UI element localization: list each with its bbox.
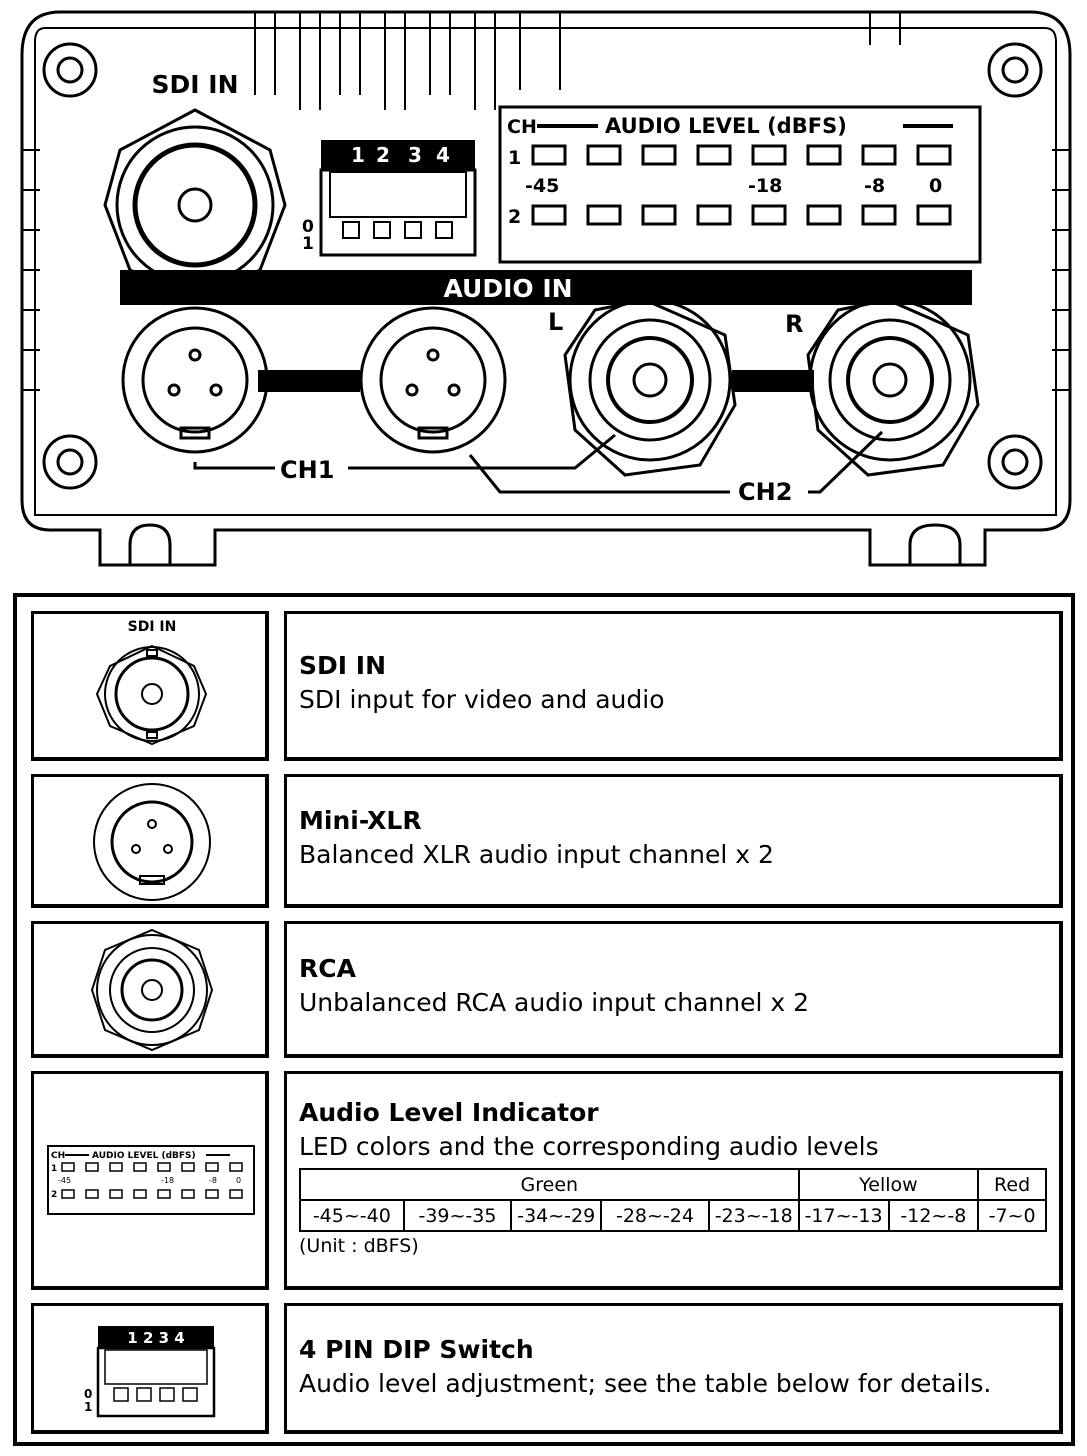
legend-row-audio-level: CH AUDIO LEVEL (dBFS) 1 2 -45 -18 -8 0 — [31, 1071, 1063, 1290]
rca-right-label: R — [785, 310, 803, 338]
mini-xlr-text: Balanced XLR audio input channel x 2 — [299, 840, 774, 869]
dip-number-4: 4 — [436, 143, 450, 167]
mini-xlr-connector-2 — [359, 306, 507, 454]
audio-level-title: Audio Level Indicator — [299, 1098, 599, 1127]
sdi-in-label: SDI IN — [152, 70, 239, 99]
sdi-icon-cell: SDI IN — [31, 611, 269, 761]
audio-level-icon-cell: CH AUDIO LEVEL (dBFS) 1 2 -45 -18 -8 0 — [31, 1071, 269, 1290]
icon-dip-state-1: 1 — [84, 1400, 92, 1414]
rca-connector-icon — [90, 928, 214, 1052]
audio-level-meter: CH AUDIO LEVEL (dBFS) 1 2 -45 -18 -8 0 — [498, 105, 982, 264]
connector-legend-table: SDI IN SDI IN SDI input for video and au… — [13, 593, 1075, 1446]
rca-text: Unbalanced RCA audio input channel x 2 — [299, 988, 810, 1017]
meter-scale-minus18: -18 — [748, 175, 782, 197]
icon-scale-minus18: -18 — [161, 1176, 174, 1185]
dip-switch-title: 4 PIN DIP Switch — [299, 1335, 534, 1364]
mini-xlr-description-cell: Mini-XLR Balanced XLR audio input channe… — [284, 774, 1063, 908]
icon-dip-numbers: 1 2 3 4 — [127, 1329, 184, 1347]
rca-title: RCA — [299, 954, 356, 983]
color-group-yellow: Yellow — [797, 1168, 980, 1201]
color-group-red: Red — [977, 1168, 1047, 1201]
dip-switch-text: Audio level adjustment; see the table be… — [299, 1369, 992, 1398]
dip-switch[interactable]: 1 2 3 4 0 1 — [302, 140, 477, 257]
mini-xlr-icon — [93, 783, 211, 901]
dip-state-1: 1 — [302, 234, 314, 254]
meter-scale-minus8: -8 — [864, 175, 885, 197]
icon-scale-minus45: -45 — [58, 1176, 71, 1185]
audio-in-label: AUDIO IN — [443, 274, 572, 303]
range-cell: -7~0 — [977, 1199, 1047, 1232]
icon-scale-minus8: -8 — [209, 1176, 217, 1185]
rca-description-cell: RCA Unbalanced RCA audio input channel x… — [284, 921, 1063, 1058]
audio-level-meter-icon: CH AUDIO LEVEL (dBFS) 1 2 -45 -18 -8 0 — [47, 1145, 255, 1215]
rca-left-label: L — [548, 308, 563, 336]
range-cell: -17~-13 — [797, 1199, 890, 1232]
meter-ch-label: CH — [507, 116, 537, 138]
rca-icon-cell — [31, 921, 269, 1058]
meter-row-1: 1 — [508, 147, 521, 169]
range-cell: -28~-24 — [600, 1199, 710, 1232]
mini-xlr-connector-1 — [121, 306, 269, 454]
icon-meter-ch: CH — [51, 1151, 65, 1161]
sdi-connector-icon: SDI IN — [95, 619, 208, 746]
mini-xlr-icon-cell — [31, 774, 269, 908]
ch1-label: CH1 — [280, 456, 334, 484]
sdi-title: SDI IN — [299, 651, 386, 680]
range-cell: -23~-18 — [707, 1199, 800, 1232]
led-level-table: Green Yellow Red -45~-40 -39~-35 -34~-29… — [299, 1168, 1047, 1232]
legend-row-rca: RCA Unbalanced RCA audio input channel x… — [31, 921, 1063, 1058]
rca-connector-right — [806, 298, 980, 477]
range-cell: -34~-29 — [510, 1199, 603, 1232]
ch2-label: CH2 — [738, 478, 792, 506]
icon-scale-0: 0 — [236, 1176, 241, 1185]
range-cell: -12~-8 — [887, 1199, 980, 1232]
dip-number-2: 2 — [376, 143, 390, 167]
unit-note: (Unit : dBFS) — [299, 1235, 419, 1257]
dip-number-1: 1 — [351, 143, 365, 167]
color-group-green: Green — [299, 1168, 800, 1201]
meter-row-2: 2 — [508, 206, 521, 228]
audio-level-description-cell: Audio Level Indicator LED colors and the… — [284, 1071, 1063, 1290]
xlr-link-bar — [258, 370, 360, 392]
sdi-text: SDI input for video and audio — [299, 685, 665, 714]
device-panel-drawing: SDI IN 1 2 3 4 0 1 CH AUDIO LEVEL (dBFS)… — [20, 10, 1072, 567]
meter-scale-0: 0 — [929, 175, 942, 197]
sdi-description-cell: SDI IN SDI input for video and audio — [284, 611, 1063, 761]
dip-state-0: 0 — [302, 217, 314, 237]
legend-row-mini-xlr: Mini-XLR Balanced XLR audio input channe… — [31, 774, 1063, 908]
dip-switch-icon-cell: 1 2 3 4 0 1 — [31, 1303, 269, 1434]
icon-dip-state-0: 0 — [84, 1387, 92, 1401]
icon-meter-row-1: 1 — [51, 1164, 57, 1174]
dip-switch-icon: 1 2 3 4 0 1 — [84, 1326, 216, 1418]
icon-meter-title: AUDIO LEVEL (dBFS) — [92, 1151, 196, 1161]
legend-row-dip-switch: 1 2 3 4 0 1 4 PIN DIP Switch Audio level… — [31, 1303, 1063, 1434]
range-cell: -39~-35 — [402, 1199, 513, 1232]
mini-xlr-title: Mini-XLR — [299, 806, 422, 835]
legend-row-sdi: SDI IN SDI IN SDI input for video and au… — [31, 611, 1063, 761]
dip-number-3: 3 — [408, 143, 422, 167]
audio-in-bar — [120, 270, 972, 305]
meter-title: AUDIO LEVEL (dBFS) — [605, 114, 847, 138]
range-cell: -45~-40 — [299, 1199, 405, 1232]
audio-level-text: LED colors and the corresponding audio l… — [299, 1132, 879, 1161]
icon-meter-row-2: 2 — [51, 1190, 57, 1200]
dip-switch-description-cell: 4 PIN DIP Switch Audio level adjustment;… — [284, 1303, 1063, 1434]
rca-link-bar — [732, 370, 814, 392]
sdi-icon-label: SDI IN — [128, 619, 177, 635]
rca-connector-left — [563, 298, 737, 477]
meter-scale-minus45: -45 — [525, 175, 559, 197]
